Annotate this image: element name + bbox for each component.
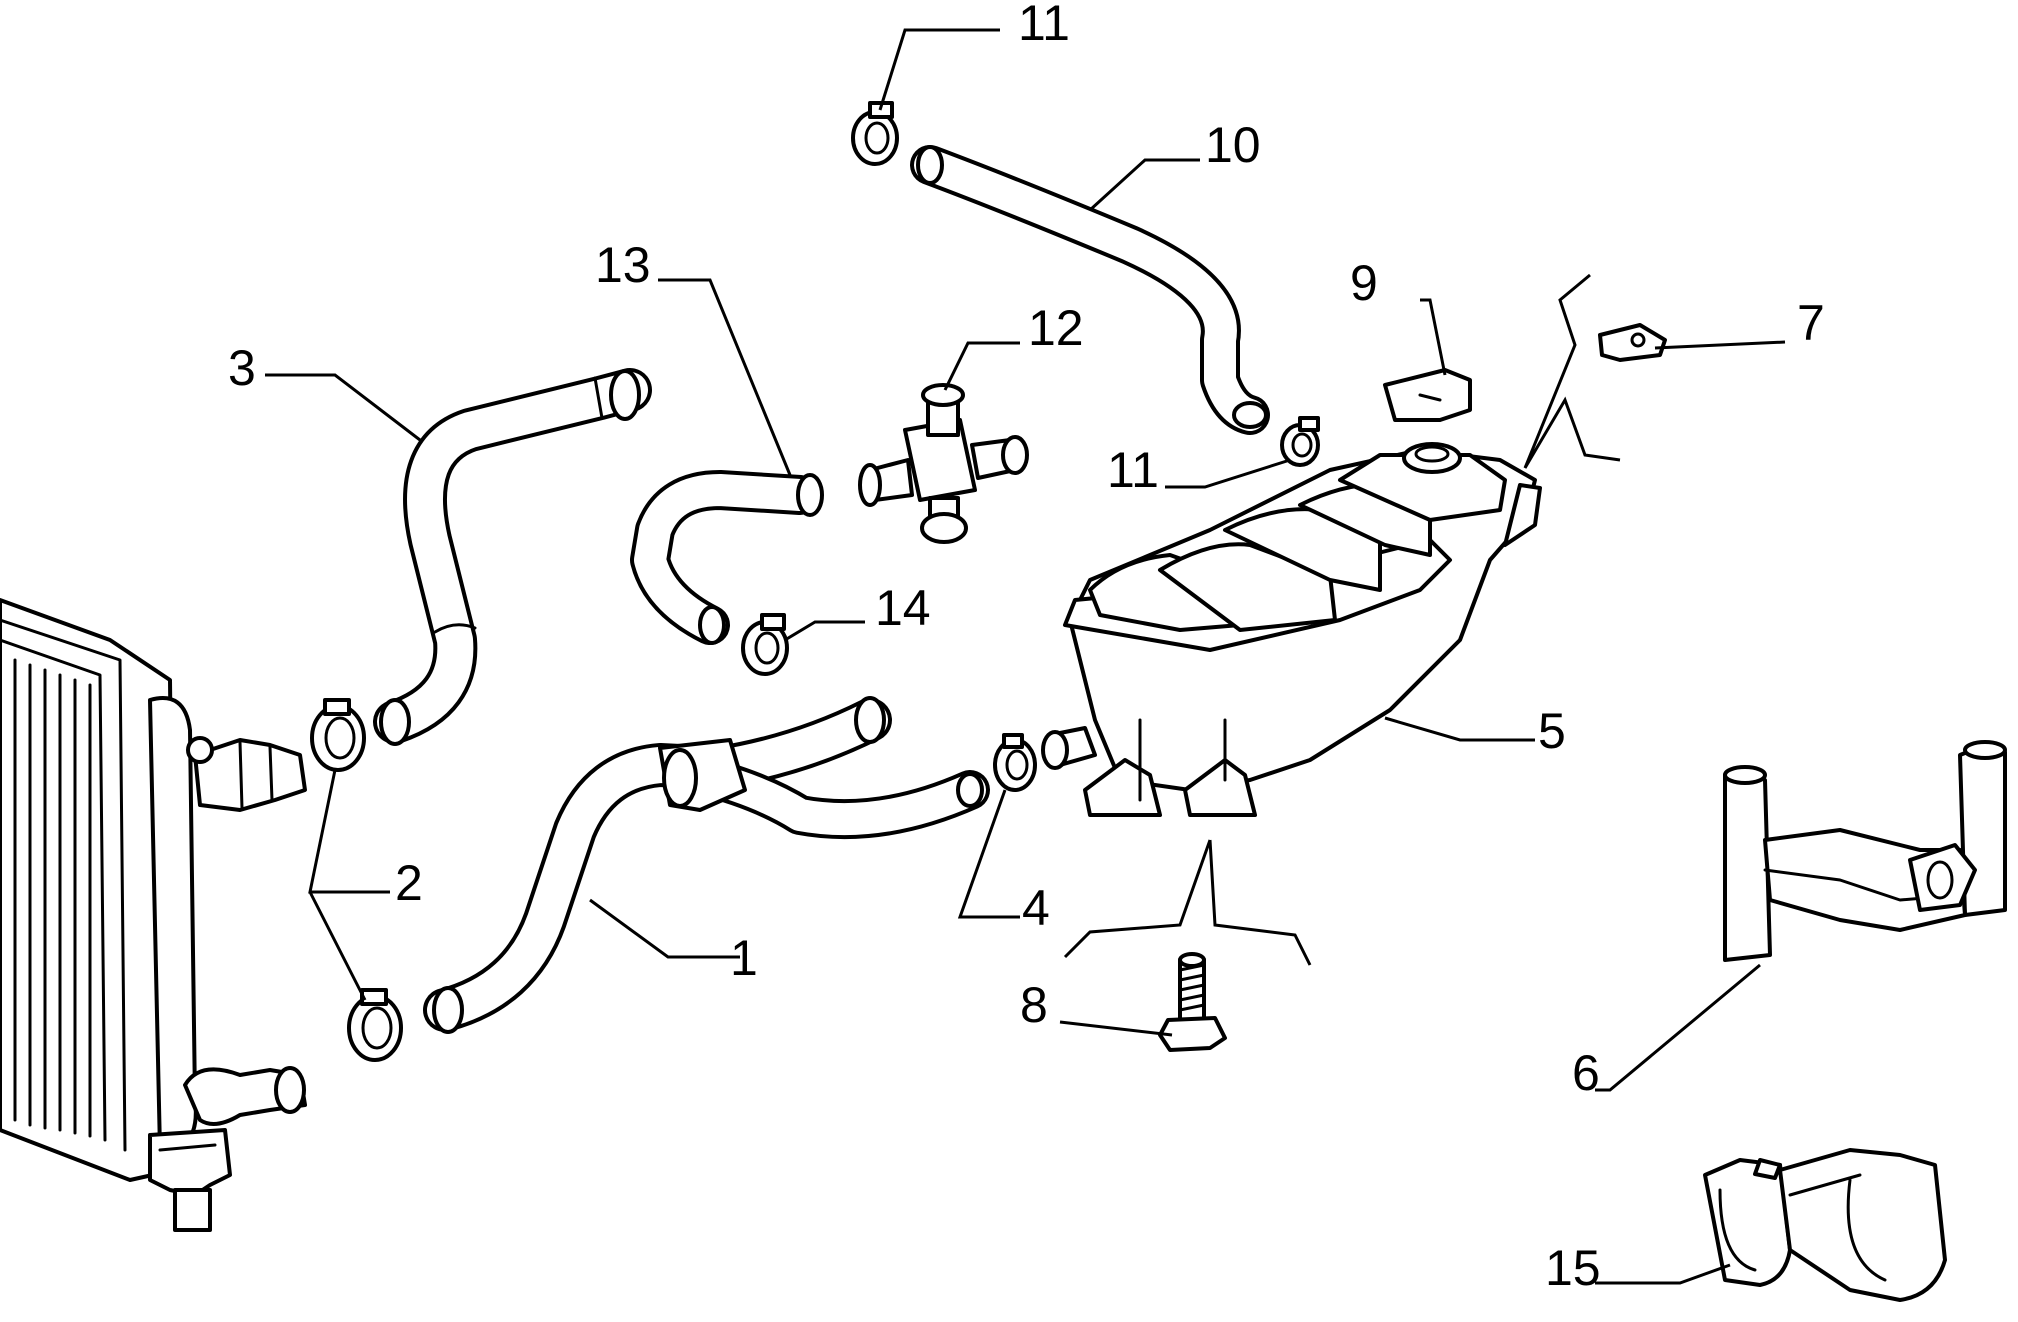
callout-labels: 1 2 3 4 5 6 7 8 9 10 11 11 12 13 14 15 <box>228 0 1825 1296</box>
clip-7 <box>1598 323 1667 362</box>
hose-13 <box>630 470 824 645</box>
expansion-tank-5 <box>1041 442 1542 817</box>
callout-8: 8 <box>1020 977 1048 1033</box>
callout-15: 15 <box>1545 1240 1601 1296</box>
radiator <box>0 598 307 1232</box>
hose-1 <box>423 696 990 1034</box>
leader-lines <box>265 28 1786 1285</box>
callout-11-upper: 11 <box>1018 0 1070 51</box>
callout-9: 9 <box>1350 255 1378 311</box>
clamp-11-lower <box>1280 416 1320 467</box>
callout-1: 1 <box>730 930 758 986</box>
callout-4: 4 <box>1022 880 1050 936</box>
bolt-8 <box>1158 952 1227 1052</box>
callout-3: 3 <box>228 340 256 396</box>
callout-14: 14 <box>875 580 931 636</box>
bracket-6 <box>1723 740 2007 962</box>
clamp-11-upper <box>851 101 899 166</box>
connector-12 <box>858 383 1029 544</box>
clamp-2-upper <box>310 698 366 772</box>
pad-9 <box>1383 368 1472 422</box>
callout-5: 5 <box>1538 703 1566 759</box>
clamp-14 <box>741 613 789 676</box>
clamp-2-lower <box>347 988 403 1062</box>
callout-2: 2 <box>395 855 423 911</box>
callout-11-lower: 11 <box>1107 442 1159 498</box>
callout-12: 12 <box>1028 300 1084 356</box>
callout-10: 10 <box>1205 117 1261 173</box>
clip-15 <box>1703 1148 1947 1302</box>
clamp-4 <box>993 733 1037 792</box>
callout-6: 6 <box>1572 1045 1600 1101</box>
callout-13: 13 <box>595 237 651 293</box>
callout-7: 7 <box>1797 295 1825 351</box>
hose-10 <box>910 145 1270 435</box>
hose-3 <box>373 368 652 746</box>
